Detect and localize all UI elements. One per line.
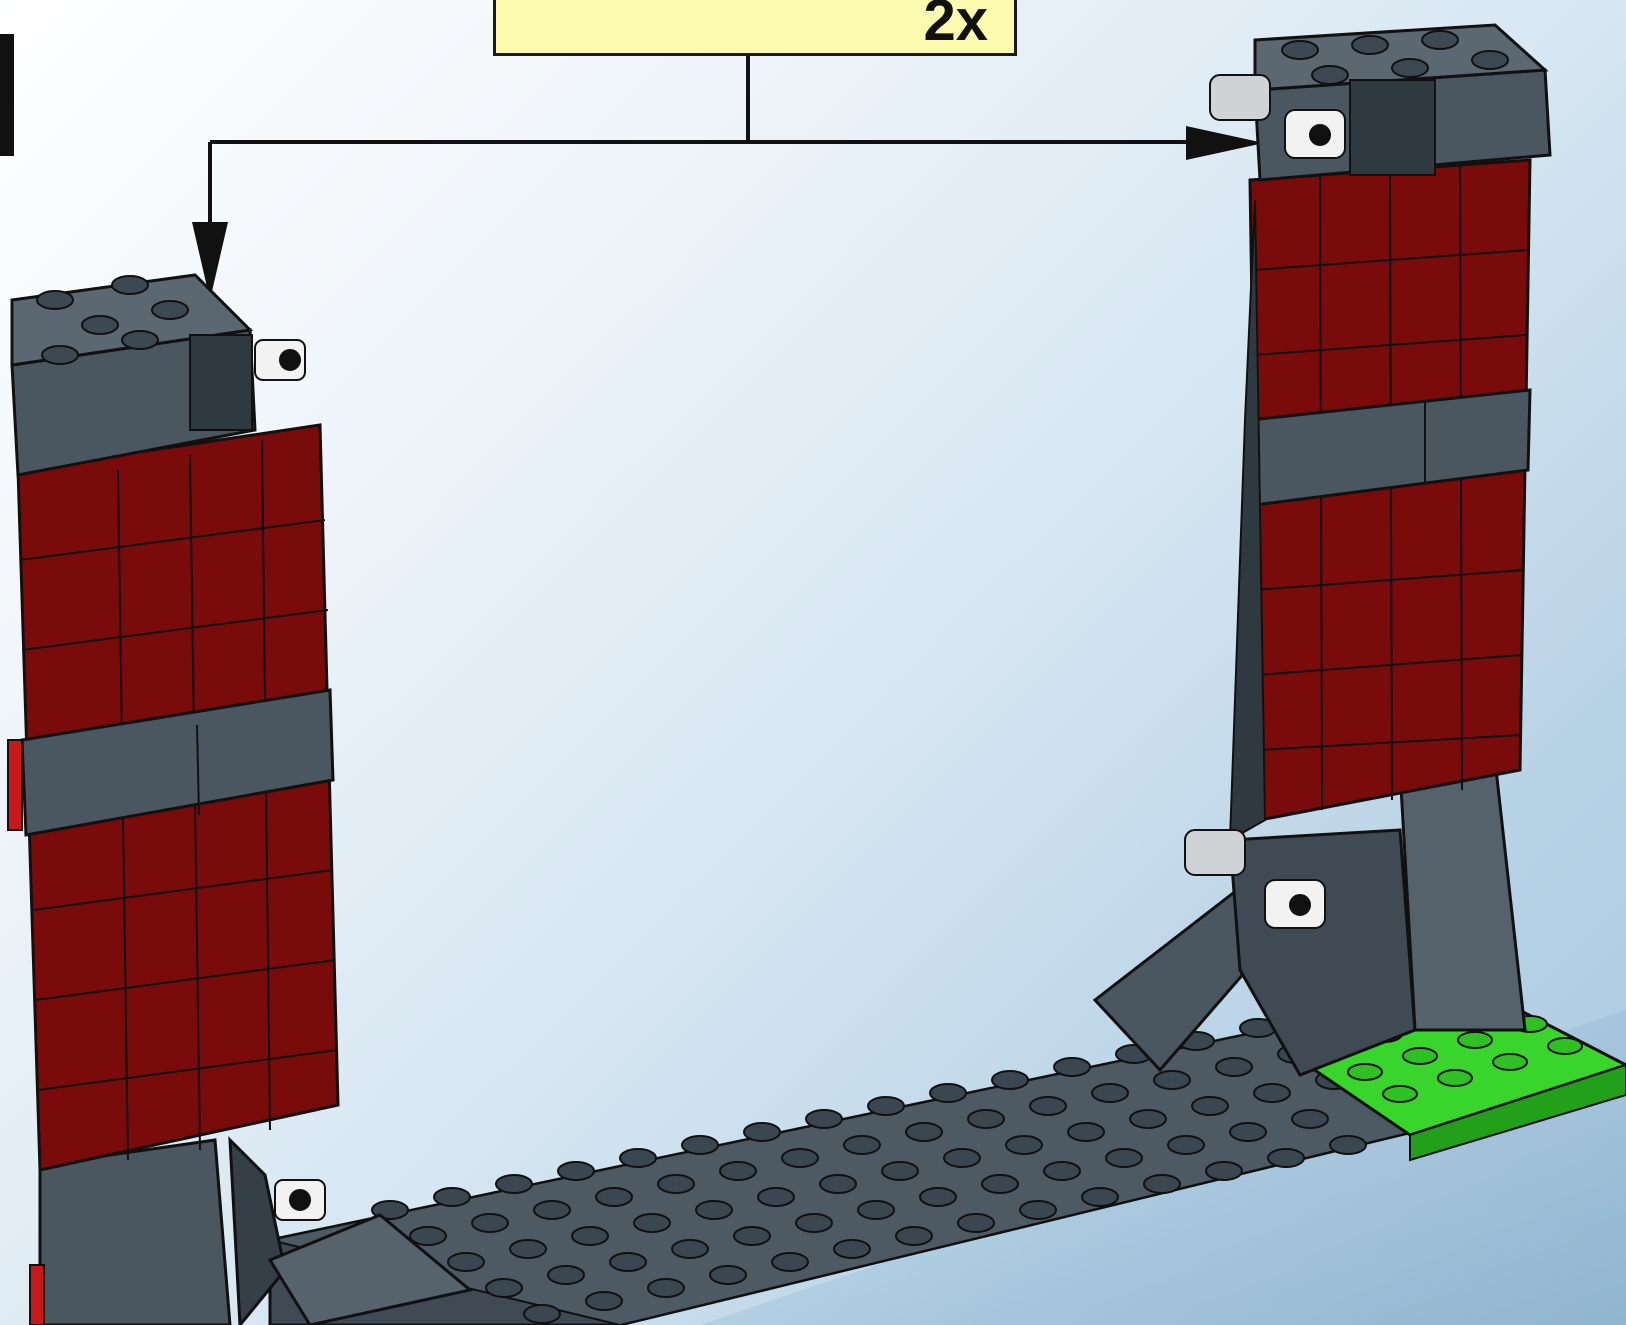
plate-stud bbox=[1330, 1136, 1366, 1154]
plate-stud bbox=[448, 1253, 484, 1271]
plate-stud bbox=[648, 1279, 684, 1297]
plate-stud bbox=[1168, 1136, 1204, 1154]
green-plate-stud bbox=[1493, 1054, 1527, 1070]
plate-stud bbox=[586, 1292, 622, 1310]
plate-stud bbox=[496, 1175, 532, 1193]
plate-stud bbox=[710, 1266, 746, 1284]
plate-stud bbox=[944, 1149, 980, 1167]
plate-stud bbox=[720, 1162, 756, 1180]
plate-stud bbox=[634, 1214, 670, 1232]
plate-stud bbox=[1106, 1149, 1142, 1167]
connector-lines bbox=[210, 56, 1190, 300]
plate-stud bbox=[1020, 1201, 1056, 1219]
plate-stud bbox=[1006, 1136, 1042, 1154]
plate-stud bbox=[992, 1071, 1028, 1089]
plate-stud bbox=[1044, 1162, 1080, 1180]
plate-stud bbox=[920, 1188, 956, 1206]
arrow-right-icon bbox=[1186, 126, 1264, 160]
plate-stud bbox=[958, 1214, 994, 1232]
plate-stud bbox=[1054, 1058, 1090, 1076]
plate-stud bbox=[524, 1305, 560, 1323]
plate-stud bbox=[658, 1175, 694, 1193]
plate-stud bbox=[758, 1188, 794, 1206]
plate-stud bbox=[858, 1201, 894, 1219]
plate-stud bbox=[968, 1110, 1004, 1128]
plate-stud bbox=[610, 1253, 646, 1271]
plate-stud bbox=[982, 1175, 1018, 1193]
plate-stud bbox=[572, 1227, 608, 1245]
green-plate-stud bbox=[1548, 1038, 1582, 1054]
right-tower bbox=[1095, 25, 1550, 1075]
plate-stud bbox=[682, 1136, 718, 1154]
plate-stud bbox=[806, 1110, 842, 1128]
plate-stud bbox=[434, 1188, 470, 1206]
plate-stud bbox=[868, 1097, 904, 1115]
plate-stud bbox=[1092, 1084, 1128, 1102]
plate-stud bbox=[1268, 1149, 1304, 1167]
plate-stud bbox=[1206, 1162, 1242, 1180]
plate-stud bbox=[410, 1227, 446, 1245]
plate-stud bbox=[844, 1136, 880, 1154]
plate-stud bbox=[772, 1253, 808, 1271]
plate-stud bbox=[1230, 1123, 1266, 1141]
plate-stud bbox=[782, 1149, 818, 1167]
green-plate-stud bbox=[1438, 1070, 1472, 1086]
plate-stud bbox=[1154, 1071, 1190, 1089]
plate-stud bbox=[896, 1227, 932, 1245]
green-plate-stud bbox=[1403, 1048, 1437, 1064]
left-tower bbox=[8, 275, 470, 1325]
plate-stud bbox=[820, 1175, 856, 1193]
green-plate-stud bbox=[1348, 1064, 1382, 1080]
plate-stud bbox=[534, 1201, 570, 1219]
plate-stud bbox=[796, 1214, 832, 1232]
green-plate-stud bbox=[1458, 1032, 1492, 1048]
plate-stud bbox=[1192, 1097, 1228, 1115]
plate-stud bbox=[472, 1214, 508, 1232]
plate-stud bbox=[1130, 1110, 1166, 1128]
plate-stud bbox=[1068, 1123, 1104, 1141]
plate-stud bbox=[620, 1149, 656, 1167]
plate-stud bbox=[834, 1240, 870, 1258]
plate-stud bbox=[596, 1188, 632, 1206]
plate-stud bbox=[906, 1123, 942, 1141]
plate-stud bbox=[930, 1084, 966, 1102]
plate-stud bbox=[882, 1162, 918, 1180]
plate-stud bbox=[1216, 1058, 1252, 1076]
green-plate-stud bbox=[1383, 1086, 1417, 1102]
plate-stud bbox=[486, 1279, 522, 1297]
plate-stud bbox=[1030, 1097, 1066, 1115]
plate-stud bbox=[1292, 1110, 1328, 1128]
plate-stud bbox=[734, 1227, 770, 1245]
plate-stud bbox=[1082, 1188, 1118, 1206]
plate-stud bbox=[696, 1201, 732, 1219]
plate-stud bbox=[510, 1240, 546, 1258]
plate-stud bbox=[744, 1123, 780, 1141]
plate-stud bbox=[672, 1240, 708, 1258]
plate-stud bbox=[558, 1162, 594, 1180]
plate-stud bbox=[1254, 1084, 1290, 1102]
plate-stud bbox=[548, 1266, 584, 1284]
plate-stud bbox=[1144, 1175, 1180, 1193]
